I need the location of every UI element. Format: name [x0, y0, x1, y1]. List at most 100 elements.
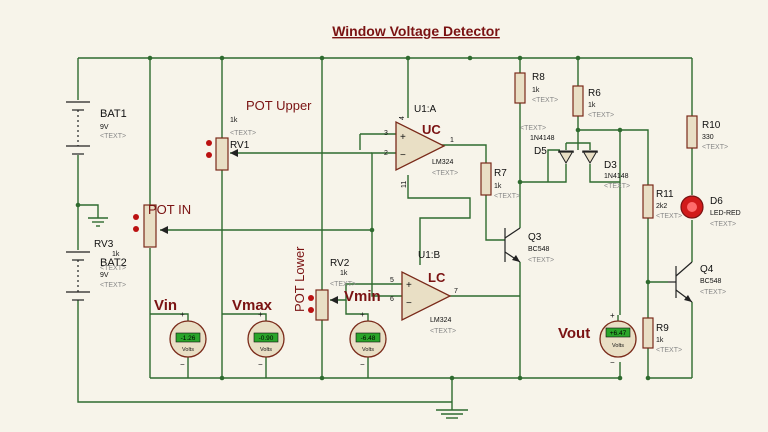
u1b-label: LC: [428, 270, 446, 285]
svg-text:+: +: [400, 132, 406, 143]
rv1-value: 1k: [230, 117, 238, 124]
svg-text:+: +: [180, 310, 185, 319]
svg-text:+: +: [360, 310, 365, 319]
ground-icon: [88, 217, 108, 227]
transistor-q4: [668, 261, 693, 303]
u1b-ref: U1:B: [418, 250, 441, 261]
r6-value: 1k: [588, 102, 596, 109]
rv2-value: 1k: [340, 270, 348, 277]
rv3-text: <TEXT>: [100, 265, 126, 272]
r9-value: 1k: [656, 337, 664, 344]
battery-bat1: [66, 101, 90, 155]
svg-text:+: +: [610, 311, 615, 320]
u1b-pin7: 7: [454, 288, 458, 295]
resistor-r6: [572, 85, 584, 117]
vout-reading: +6.47: [610, 330, 627, 337]
svg-text:−: −: [258, 360, 263, 369]
bat2-ref: BAT2: [100, 257, 127, 269]
resistor-r7: [480, 162, 492, 196]
u1a-pin3: 3: [384, 130, 388, 137]
vmin-label: Vmin: [344, 288, 381, 305]
rv1-label: POT Upper: [246, 98, 312, 113]
svg-text:+: +: [258, 310, 263, 319]
r10-text: <TEXT>: [702, 144, 728, 151]
rv2-ref: RV2: [330, 258, 350, 269]
voltmeter-vmin: -6.48 Volts + −: [345, 300, 387, 378]
led-d6: [680, 195, 704, 219]
resistor-r10: [686, 115, 698, 149]
vmax-reading: -0.90: [259, 335, 274, 342]
vin-reading: -1.26: [181, 335, 196, 342]
rv3-value: 1k: [112, 251, 120, 258]
bat1-text: <TEXT>: [100, 133, 126, 140]
svg-text:−: −: [180, 360, 185, 369]
potentiometer-rv3[interactable]: [133, 204, 168, 248]
r10-value: 330: [702, 134, 714, 141]
vmax-unit: Volts: [260, 347, 272, 353]
r11-ref: R11: [656, 189, 674, 200]
q3-part: BC548: [528, 246, 550, 253]
d5-part: 1N4148: [530, 135, 555, 142]
r10-ref: R10: [702, 120, 721, 131]
battery-bat2: [66, 251, 90, 301]
u1a-pin11: 11: [401, 181, 408, 188]
rv1-text: <TEXT>: [230, 130, 256, 137]
r11-text: <TEXT>: [656, 213, 682, 220]
u1a-pin2: 2: [384, 150, 388, 157]
voltmeter-vout: +6.47 Volts + −: [599, 311, 637, 367]
u1b-part: LM324: [430, 317, 452, 324]
vout-unit: Volts: [612, 343, 624, 349]
rv2-text: <TEXT>: [330, 281, 356, 288]
u1a-text: <TEXT>: [432, 170, 458, 177]
svg-text:−: −: [360, 360, 365, 369]
r7-value: 1k: [494, 183, 502, 190]
d6-text: <TEXT>: [710, 221, 736, 228]
bat1-value: 9V: [100, 124, 109, 131]
r6-text: <TEXT>: [588, 112, 614, 119]
q3-text: <TEXT>: [528, 257, 554, 264]
u1a-part: LM324: [432, 159, 454, 166]
d3-part: 1N4148: [604, 173, 629, 180]
d5-text: <TEXT>: [520, 125, 546, 132]
rv3-label: POT IN: [148, 202, 191, 217]
d6-part: LED-RED: [710, 210, 741, 217]
r7-ref: R7: [494, 168, 507, 179]
r11-value: 2k2: [656, 203, 667, 210]
vout-label: Vout: [558, 325, 590, 342]
vin-unit: Volts: [182, 347, 194, 353]
voltmeter-vin: -1.26 Volts + −: [150, 310, 207, 378]
rv2-label: POT Lower: [292, 246, 307, 312]
opamp-u1b: + −: [401, 270, 452, 322]
u1b-pin5: 5: [390, 277, 394, 284]
opamp-u1a: + −: [395, 120, 446, 172]
r9-text: <TEXT>: [656, 347, 682, 354]
r9-ref: R9: [656, 323, 669, 334]
diode-d3: [548, 142, 620, 183]
transistor-q3: [504, 227, 521, 263]
u1a-ref: U1:A: [414, 104, 437, 115]
q4-text: <TEXT>: [700, 289, 726, 296]
vmin-unit: Volts: [362, 347, 374, 353]
r6-ref: R6: [588, 88, 601, 99]
r8-ref: R8: [532, 72, 545, 83]
r8-value: 1k: [532, 87, 540, 94]
q3-ref: Q3: [528, 232, 542, 243]
diagram-title: Window Voltage Detector: [332, 23, 500, 39]
potentiometer-rv1[interactable]: [206, 137, 238, 171]
bat1-ref: BAT1: [100, 108, 127, 120]
svg-text:−: −: [406, 298, 412, 309]
u1a-pin4: 4: [399, 116, 406, 120]
wires: [77, 57, 693, 411]
diode-d5: [558, 143, 574, 164]
rv1-ref: RV1: [230, 140, 250, 151]
bat2-value: 9V: [100, 272, 109, 279]
vin-label: Vin: [154, 297, 177, 314]
potentiometer-rv2[interactable]: [308, 289, 338, 321]
q4-ref: Q4: [700, 264, 714, 275]
d6-ref: D6: [710, 196, 723, 207]
u1a-label: UC: [422, 122, 441, 137]
svg-text:+: +: [406, 280, 412, 291]
r7-text: <TEXT>: [494, 193, 520, 200]
